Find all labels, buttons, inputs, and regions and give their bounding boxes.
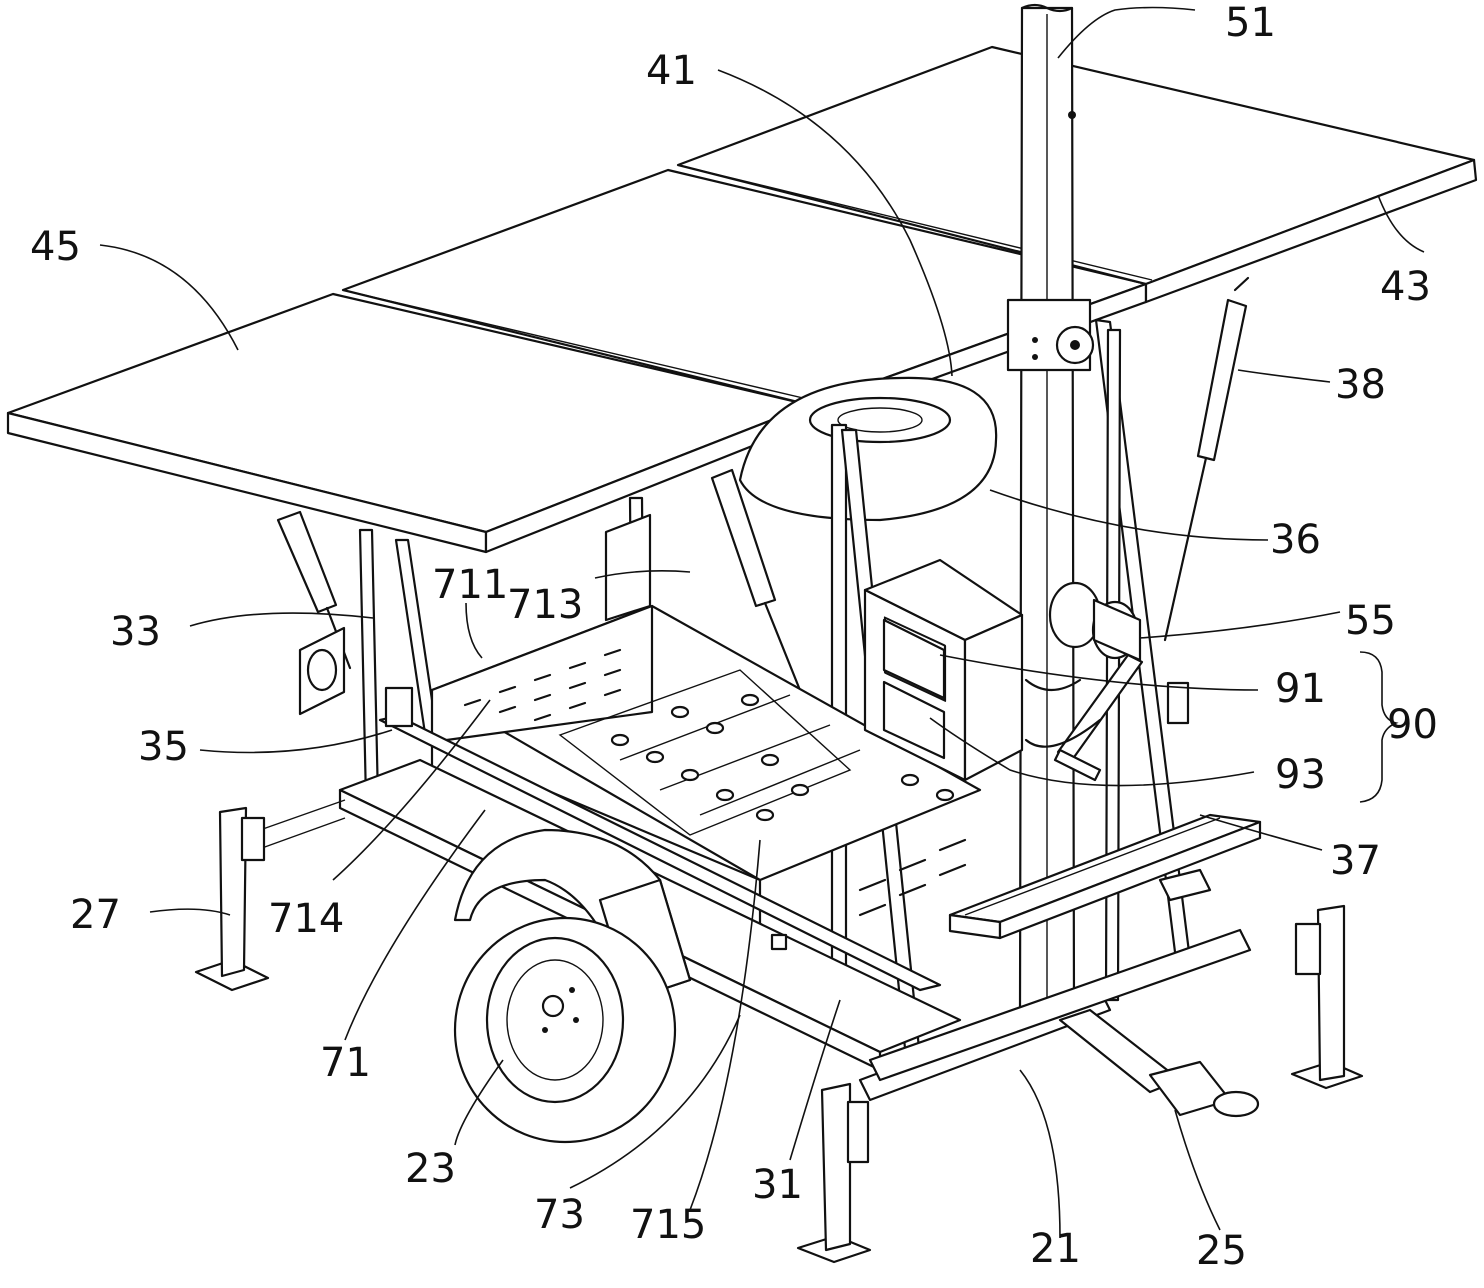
spare-tire bbox=[738, 376, 998, 522]
winch bbox=[1024, 581, 1144, 782]
label-21: 21 bbox=[1030, 1226, 1081, 1272]
label-36: 36 bbox=[1270, 517, 1321, 563]
label-33: 33 bbox=[110, 609, 161, 655]
reference-numerals: 51 41 45 43 38 36 55 711 713 33 91 90 35… bbox=[30, 0, 1438, 1274]
vent-slots bbox=[463, 648, 967, 917]
label-93: 93 bbox=[1275, 752, 1326, 798]
label-90: 90 bbox=[1387, 702, 1438, 748]
label-23: 23 bbox=[405, 1146, 456, 1192]
label-35: 35 bbox=[138, 724, 189, 770]
battery-terminals bbox=[610, 693, 955, 822]
label-41: 41 bbox=[646, 48, 697, 94]
wheel-assembly bbox=[453, 828, 692, 1144]
solar-panel-array bbox=[6, 45, 1478, 554]
label-51: 51 bbox=[1225, 0, 1276, 46]
label-711: 711 bbox=[432, 562, 508, 608]
support-legs bbox=[194, 806, 1364, 1264]
label-714: 714 bbox=[268, 896, 344, 942]
label-43: 43 bbox=[1380, 264, 1431, 310]
label-91: 91 bbox=[1275, 666, 1326, 712]
label-715: 715 bbox=[630, 1202, 706, 1248]
label-45: 45 bbox=[30, 224, 81, 270]
label-38: 38 bbox=[1335, 362, 1386, 408]
label-73: 73 bbox=[534, 1192, 585, 1238]
label-31: 31 bbox=[752, 1162, 803, 1208]
side-lamps bbox=[298, 626, 1190, 728]
label-37: 37 bbox=[1330, 838, 1381, 884]
control-box bbox=[863, 558, 1024, 782]
label-27: 27 bbox=[70, 892, 121, 938]
rear-crossbar bbox=[948, 813, 1262, 940]
label-71: 71 bbox=[320, 1040, 371, 1086]
gas-struts bbox=[276, 276, 1250, 742]
label-713: 713 bbox=[507, 582, 583, 628]
leader-lines bbox=[99, 6, 1425, 1239]
label-55: 55 bbox=[1345, 598, 1396, 644]
label-25: 25 bbox=[1196, 1228, 1247, 1274]
